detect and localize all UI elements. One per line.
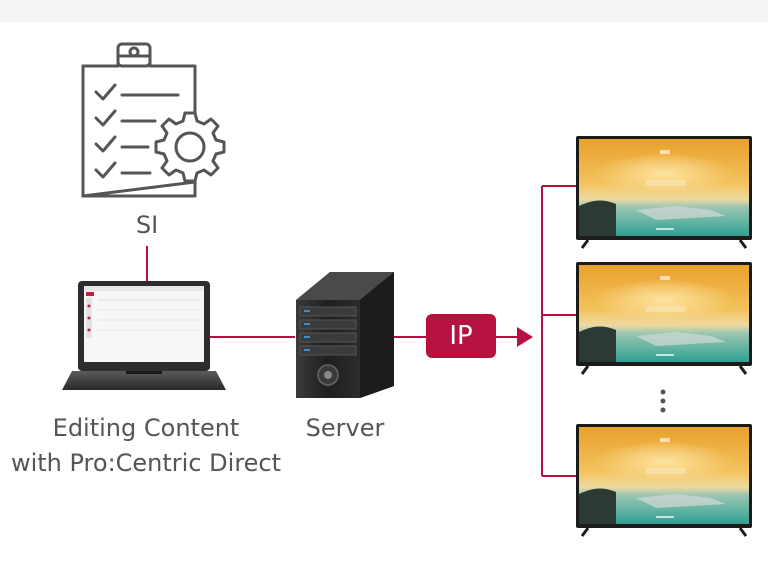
arrow-right-icon [496,327,533,347]
ip-badge: IP [426,314,496,358]
tv-icon [574,422,754,538]
si-label: SI [135,211,159,239]
vertical-ellipsis-icon [660,389,666,413]
laptop-label-line1: Editing Content [52,414,240,442]
server-tower-icon [296,272,394,398]
laptop-icon [62,281,226,390]
server-label: Server [305,414,385,442]
tv-icon [574,134,754,250]
top-band [0,0,768,22]
laptop-label-line2: with Pro:Centric Direct [10,449,282,477]
clipboard-checklist-gear-icon [81,42,226,198]
tv-icon [574,260,754,376]
tv-bracket [541,185,578,477]
